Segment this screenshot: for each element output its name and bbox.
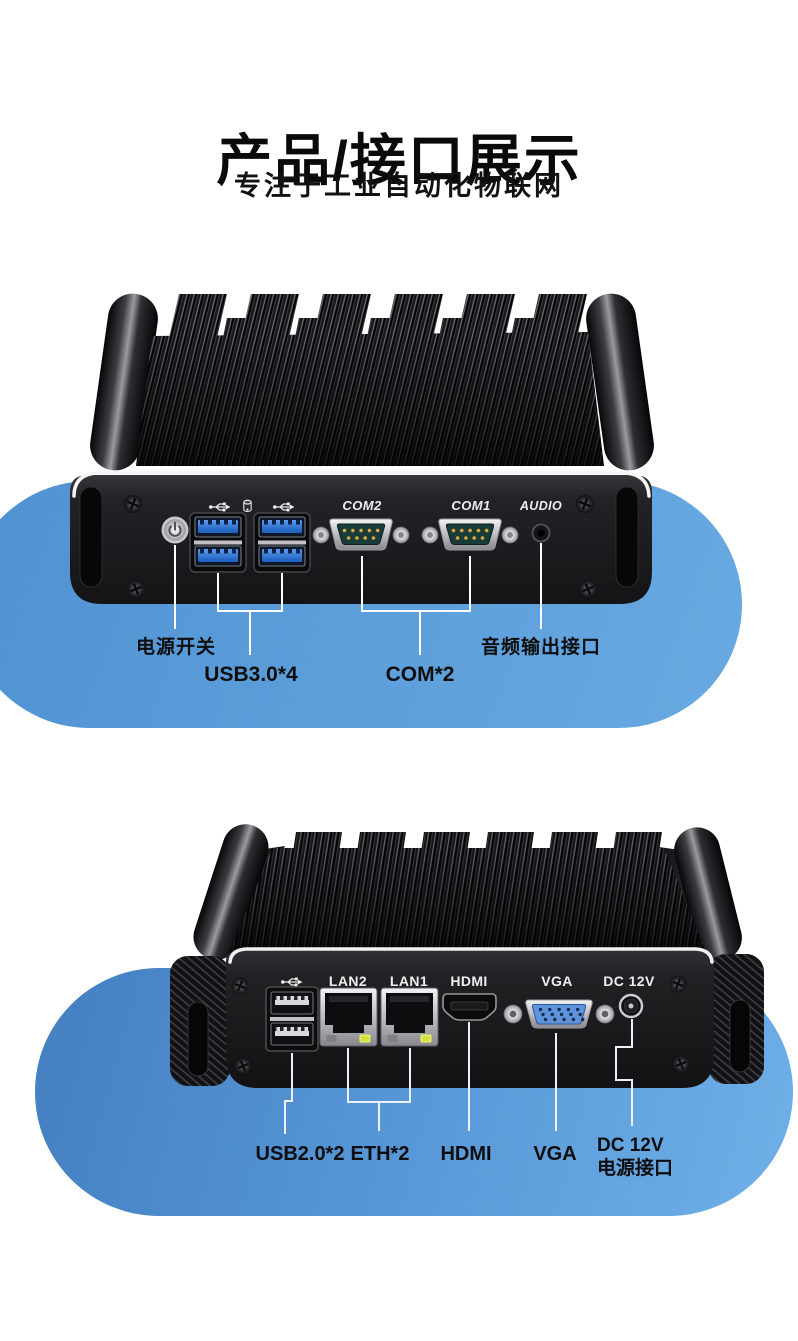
rear-heatsink-shade bbox=[230, 848, 706, 952]
dc12v-port-label: DC 12V bbox=[603, 973, 655, 989]
dc-callout-line bbox=[615, 1019, 633, 1126]
usb2-callout-label: USB2.0*2 bbox=[255, 1143, 345, 1165]
lan1-port-label: LAN1 bbox=[389, 973, 429, 989]
lan2-port bbox=[319, 987, 378, 1047]
rear-heatsink-right-roll bbox=[674, 827, 742, 961]
screw-icon bbox=[231, 977, 249, 995]
hdmi-port bbox=[442, 993, 497, 1021]
com1-port-label: COM1 bbox=[451, 498, 491, 513]
com1-port bbox=[421, 518, 519, 551]
screw-icon bbox=[124, 495, 142, 513]
dc-callout-line2: 电源接口 bbox=[597, 1158, 674, 1179]
page-subtitle: 专注于工业自动化物联网 bbox=[234, 171, 564, 201]
front-left-slot bbox=[79, 486, 103, 588]
com-callout-label: COM*2 bbox=[385, 663, 455, 686]
lan2-port-label: LAN2 bbox=[328, 973, 368, 989]
screw-icon bbox=[234, 1057, 252, 1075]
screw-icon bbox=[127, 580, 145, 598]
vga-callout-label: VGA bbox=[533, 1143, 577, 1165]
com-callout-line bbox=[361, 556, 471, 655]
dc-callout-label: DC 12V 电源接口 bbox=[597, 1134, 673, 1180]
hdd-led-icon bbox=[243, 499, 252, 513]
rear-heatsink-left-roll bbox=[193, 824, 269, 960]
rear-panel-rim bbox=[228, 947, 714, 964]
lan1-port bbox=[380, 987, 439, 1047]
rear-right-cap bbox=[708, 954, 764, 1084]
screw-icon bbox=[576, 495, 594, 513]
eth-callout-label: ETH*2 bbox=[350, 1143, 410, 1165]
lan2-led bbox=[359, 1034, 371, 1043]
power-callout-label: 电源开关 bbox=[135, 637, 217, 658]
dc-callout-line1: DC 12V bbox=[597, 1135, 664, 1156]
front-heatsink-right-roll bbox=[586, 293, 654, 471]
eth-callout-line bbox=[347, 1048, 411, 1131]
usb2-icon bbox=[281, 977, 303, 987]
usb3-callout-label: USB3.0*4 bbox=[204, 663, 298, 686]
dc-jack bbox=[618, 993, 644, 1019]
page-title: 产品/接口展示 bbox=[216, 128, 582, 192]
screw-icon bbox=[669, 975, 687, 993]
usb3-callout-line bbox=[217, 573, 283, 655]
usb3-port-stack-1 bbox=[189, 512, 247, 573]
vga-port bbox=[503, 999, 615, 1029]
screw-icon bbox=[579, 580, 597, 598]
front-device bbox=[70, 293, 654, 604]
usb2-port-stack bbox=[265, 986, 319, 1052]
com2-port bbox=[312, 518, 410, 551]
lan1-led bbox=[420, 1034, 432, 1043]
hdmi-port-label: HDMI bbox=[450, 973, 488, 989]
audio-callout-label: 音频输出接口 bbox=[480, 637, 602, 658]
usb2-callout-line bbox=[284, 1053, 293, 1134]
audio-port-label: AUDIO bbox=[519, 499, 563, 513]
power-button bbox=[161, 516, 189, 544]
screw-icon bbox=[672, 1055, 690, 1073]
front-heatsink-shade bbox=[136, 332, 604, 466]
usb3-icon bbox=[273, 502, 295, 512]
com2-port-label: COM2 bbox=[342, 498, 382, 513]
rear-device bbox=[170, 824, 764, 1088]
front-panel-rim bbox=[72, 471, 651, 498]
usb3-icon bbox=[209, 502, 231, 512]
rear-callout-lines bbox=[284, 1019, 633, 1134]
audio-jack bbox=[531, 523, 551, 543]
vga-port-label: VGA bbox=[541, 973, 573, 989]
usb3-port-stack-2 bbox=[253, 512, 311, 573]
rear-left-cap bbox=[170, 956, 230, 1086]
power-icon bbox=[168, 521, 182, 537]
front-right-slot bbox=[615, 486, 639, 588]
front-callout-lines bbox=[174, 543, 542, 655]
hdmi-callout-label: HDMI bbox=[440, 1143, 492, 1165]
